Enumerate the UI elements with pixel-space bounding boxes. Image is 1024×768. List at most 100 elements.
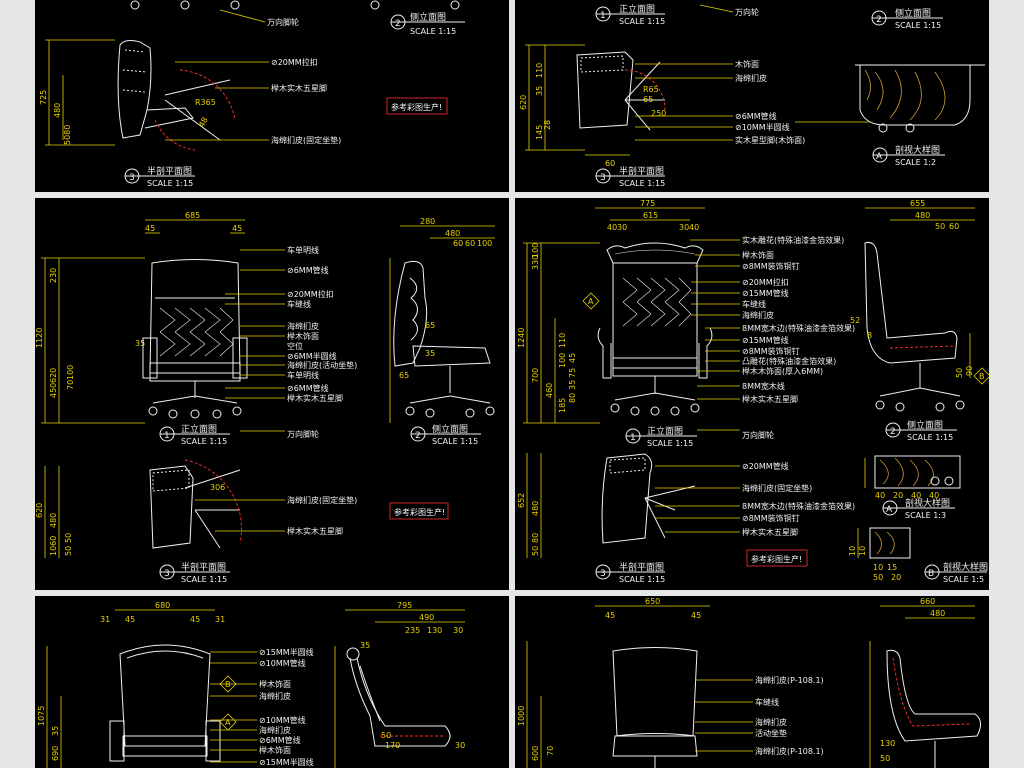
- dim-330: 330: [531, 255, 540, 270]
- dim-480: 480: [930, 609, 945, 618]
- dim-1120: 1120: [35, 328, 44, 348]
- dim-30b: 30: [679, 223, 689, 232]
- dim-110: 110: [535, 63, 544, 78]
- svg-text:⊘15MM半圆线: ⊘15MM半圆线: [259, 757, 314, 767]
- svg-text:活动坐垫: 活动坐垫: [755, 728, 787, 738]
- svg-text:35: 35: [360, 641, 370, 650]
- svg-text:A: A: [876, 152, 883, 162]
- drawing-panel-2: 1 正立面图 SCALE 1:15 万向轮 2 侧立面图 SCALE 1:15 …: [515, 0, 989, 192]
- svg-text:侧立面图: 侧立面图: [907, 419, 943, 431]
- svg-text:SCALE 1:15: SCALE 1:15: [907, 433, 953, 442]
- chair-front-elevation: [612, 647, 698, 768]
- svg-text:130: 130: [880, 739, 895, 748]
- svg-text:1: 1: [600, 11, 606, 21]
- drawing-panel-1: 万向脚轮 2 侧立面图 SCALE 1:15 725 480 5080 R365…: [35, 0, 509, 192]
- svg-text:2: 2: [876, 15, 882, 25]
- label-sponge-leather: 海绵扪皮: [735, 73, 767, 83]
- svg-text:实木雕花(特殊油漆金箔效果): 实木雕花(特殊油漆金箔效果): [742, 235, 844, 245]
- svg-text:SCALE 1:15: SCALE 1:15: [619, 575, 665, 584]
- dim-45b: 45: [190, 615, 200, 624]
- svg-text:SCALE 1:15: SCALE 1:15: [181, 437, 227, 446]
- chair-section-drawing: R65 65 250 60: [576, 51, 666, 168]
- label-fixed-seat: 海绵扪皮(固定坐垫): [287, 495, 357, 505]
- dim-65: 65: [643, 95, 653, 104]
- svg-text:50: 50: [873, 573, 883, 582]
- dim-65a: 65: [425, 321, 435, 330]
- view-title-section: 3 半剖平面图 SCALE 1:15: [159, 561, 230, 584]
- svg-text:⊘15MM半圆线: ⊘15MM半圆线: [259, 647, 314, 657]
- dim-230: 230: [49, 268, 58, 283]
- svg-text:万向脚轮: 万向脚轮: [742, 430, 774, 440]
- chair-front-elevation: [109, 644, 221, 762]
- dim-100b: 100: [558, 353, 567, 368]
- svg-text:A: A: [225, 718, 231, 727]
- dim-725: 725: [39, 90, 48, 105]
- front-labels: ⊘15MM半圆线 ⊘10MM管线 榉木饰面 海绵扪皮 ⊘10MM管线 海绵扪皮 …: [210, 647, 314, 767]
- detail-b-drawing: 10 10 10 15 50 20 B 剖视大样图 SCALE 1:5: [848, 527, 988, 584]
- dim-28: 28: [543, 120, 552, 130]
- view-title-detail: A 剖视大样图 SCALE 1:2: [872, 144, 945, 167]
- svg-text:半剖平面图: 半剖平面图: [619, 561, 664, 573]
- dim-250: 250: [651, 109, 666, 118]
- svg-text:30: 30: [455, 741, 465, 750]
- dim-35: 35: [568, 380, 577, 390]
- svg-text:榉木饰面: 榉木饰面: [287, 331, 319, 341]
- dim-1000: 1000: [517, 706, 526, 726]
- dim-80c: 80: [531, 533, 540, 543]
- svg-text:SCALE 1:15: SCALE 1:15: [619, 179, 665, 188]
- svg-text:榉木饰面: 榉木饰面: [259, 679, 291, 689]
- drawing-panel-4: 775 615 40 30 30 40 655 480 50 60 1240 1…: [515, 198, 989, 590]
- drawing-panel-5: 680 31 45 45 31 795 490 235 130 30 1075 …: [35, 596, 509, 768]
- svg-text:10: 10: [858, 546, 867, 556]
- svg-text:海绵扪皮(固定坐垫): 海绵扪皮(固定坐垫): [742, 483, 812, 493]
- dim-50b: 50: [64, 546, 73, 556]
- dim-306: 306: [210, 483, 225, 492]
- svg-text:SCALE 1:5: SCALE 1:5: [943, 575, 984, 584]
- label-fixed-seat: 海绵扪皮(固定坐垫): [271, 135, 341, 145]
- svg-text:正立面图: 正立面图: [619, 3, 655, 15]
- label-star-base: 榉木实木五星脚: [287, 526, 343, 536]
- svg-text:海绵扪皮: 海绵扪皮: [259, 725, 291, 735]
- dim-280: 280: [420, 217, 435, 226]
- svg-text:⊘15MM管线: ⊘15MM管线: [742, 288, 789, 298]
- svg-text:榉木实木五星脚: 榉木实木五星脚: [287, 393, 343, 403]
- dim-50b: 50: [955, 368, 964, 378]
- svg-text:半剖平面图: 半剖平面图: [619, 165, 664, 177]
- svg-text:⊘8MM装饰铜钉: ⊘8MM装饰铜钉: [742, 346, 800, 356]
- dim-35: 35: [51, 726, 60, 736]
- svg-text:凸雕花(特殊油漆金箔效果): 凸雕花(特殊油漆金箔效果): [742, 356, 836, 366]
- svg-text:A: A: [886, 505, 893, 515]
- svg-text:10: 10: [873, 563, 883, 572]
- svg-text:20: 20: [893, 491, 903, 500]
- svg-text:2: 2: [415, 431, 421, 441]
- svg-text:榉木饰面: 榉木饰面: [259, 745, 291, 755]
- svg-text:榉木实木五星脚: 榉木实木五星脚: [742, 527, 798, 537]
- svg-text:车缝线: 车缝线: [287, 299, 311, 309]
- dim-490: 490: [419, 613, 434, 622]
- reference-tag: 参考彩图生产!: [391, 102, 442, 112]
- view-title-front: 1 正立面图 SCALE 1:15: [159, 423, 230, 446]
- dim-50c: 50: [531, 546, 540, 556]
- dim-35: 35: [135, 339, 145, 348]
- view-title-section: 3 半剖平面图 SCALE 1:15: [124, 165, 195, 188]
- dim-110: 110: [558, 333, 567, 348]
- chair-section-drawing: R365 48: [117, 40, 236, 151]
- svg-text:3: 3: [129, 173, 135, 183]
- svg-text:车单明线: 车单明线: [287, 245, 319, 255]
- svg-text:海绵扪皮: 海绵扪皮: [755, 717, 787, 727]
- dim-100: 100: [66, 365, 75, 380]
- svg-text:50: 50: [880, 754, 890, 763]
- svg-text:⊘20MM管线: ⊘20MM管线: [742, 461, 789, 471]
- svg-text:SCALE 1:15: SCALE 1:15: [895, 21, 941, 30]
- dim-45b: 45: [232, 224, 242, 233]
- dim-655: 655: [910, 199, 925, 208]
- view-title-section: 3 半剖平面图 SCALE 1:15: [595, 165, 665, 188]
- dim-75: 75: [568, 368, 577, 378]
- svg-text:8MM宽木线: 8MM宽木线: [742, 381, 785, 391]
- svg-text:50: 50: [381, 731, 391, 740]
- svg-text:榉木实木五星脚: 榉木实木五星脚: [742, 394, 798, 404]
- dim-690: 690: [51, 746, 60, 761]
- dim-145: 145: [535, 125, 544, 140]
- dim-235: 235: [405, 626, 420, 635]
- dim-795: 795: [397, 601, 412, 610]
